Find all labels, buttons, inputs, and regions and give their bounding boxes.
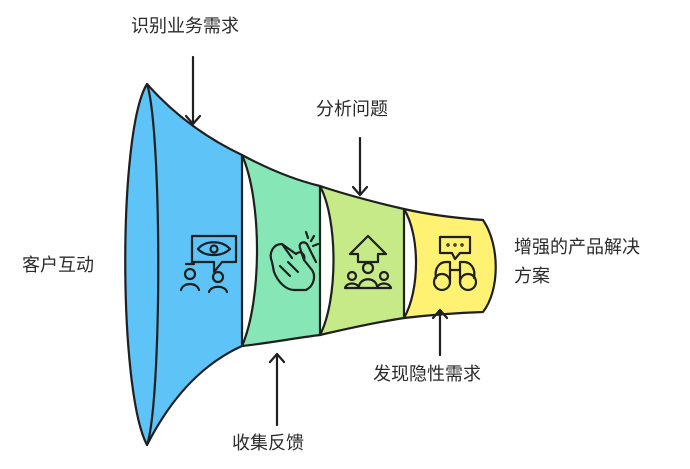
arrow-identify-needs: [184, 55, 202, 126]
funnel-segment-3: [318, 184, 406, 337]
label-customer-interaction: 客户互动: [22, 255, 94, 276]
binoculars-chat-icon: [432, 235, 478, 292]
label-collect-feedback: 收集反馈: [232, 433, 304, 454]
growth-group-icon: [343, 234, 393, 290]
label-discover-needs: 发现隐性需求: [373, 364, 481, 385]
label-identify-needs: 识别业务需求: [131, 16, 239, 37]
clapping-hands-icon: [269, 230, 320, 292]
funnel-segment-2: [240, 153, 322, 348]
funnel-mouth: [145, 83, 160, 446]
arrow-analyze-problem: [351, 136, 369, 197]
arrow-discover-needs: [431, 308, 449, 357]
arrow-collect-feedback: [268, 352, 286, 427]
label-analyze-problem: 分析问题: [316, 99, 388, 120]
eye-people-icon: [179, 234, 238, 294]
funnel-segment-1: [124, 82, 244, 447]
label-enhanced-solution-line1: 增强的产品解决: [514, 237, 640, 258]
label-enhanced-solution-line2: 方案: [514, 266, 550, 287]
